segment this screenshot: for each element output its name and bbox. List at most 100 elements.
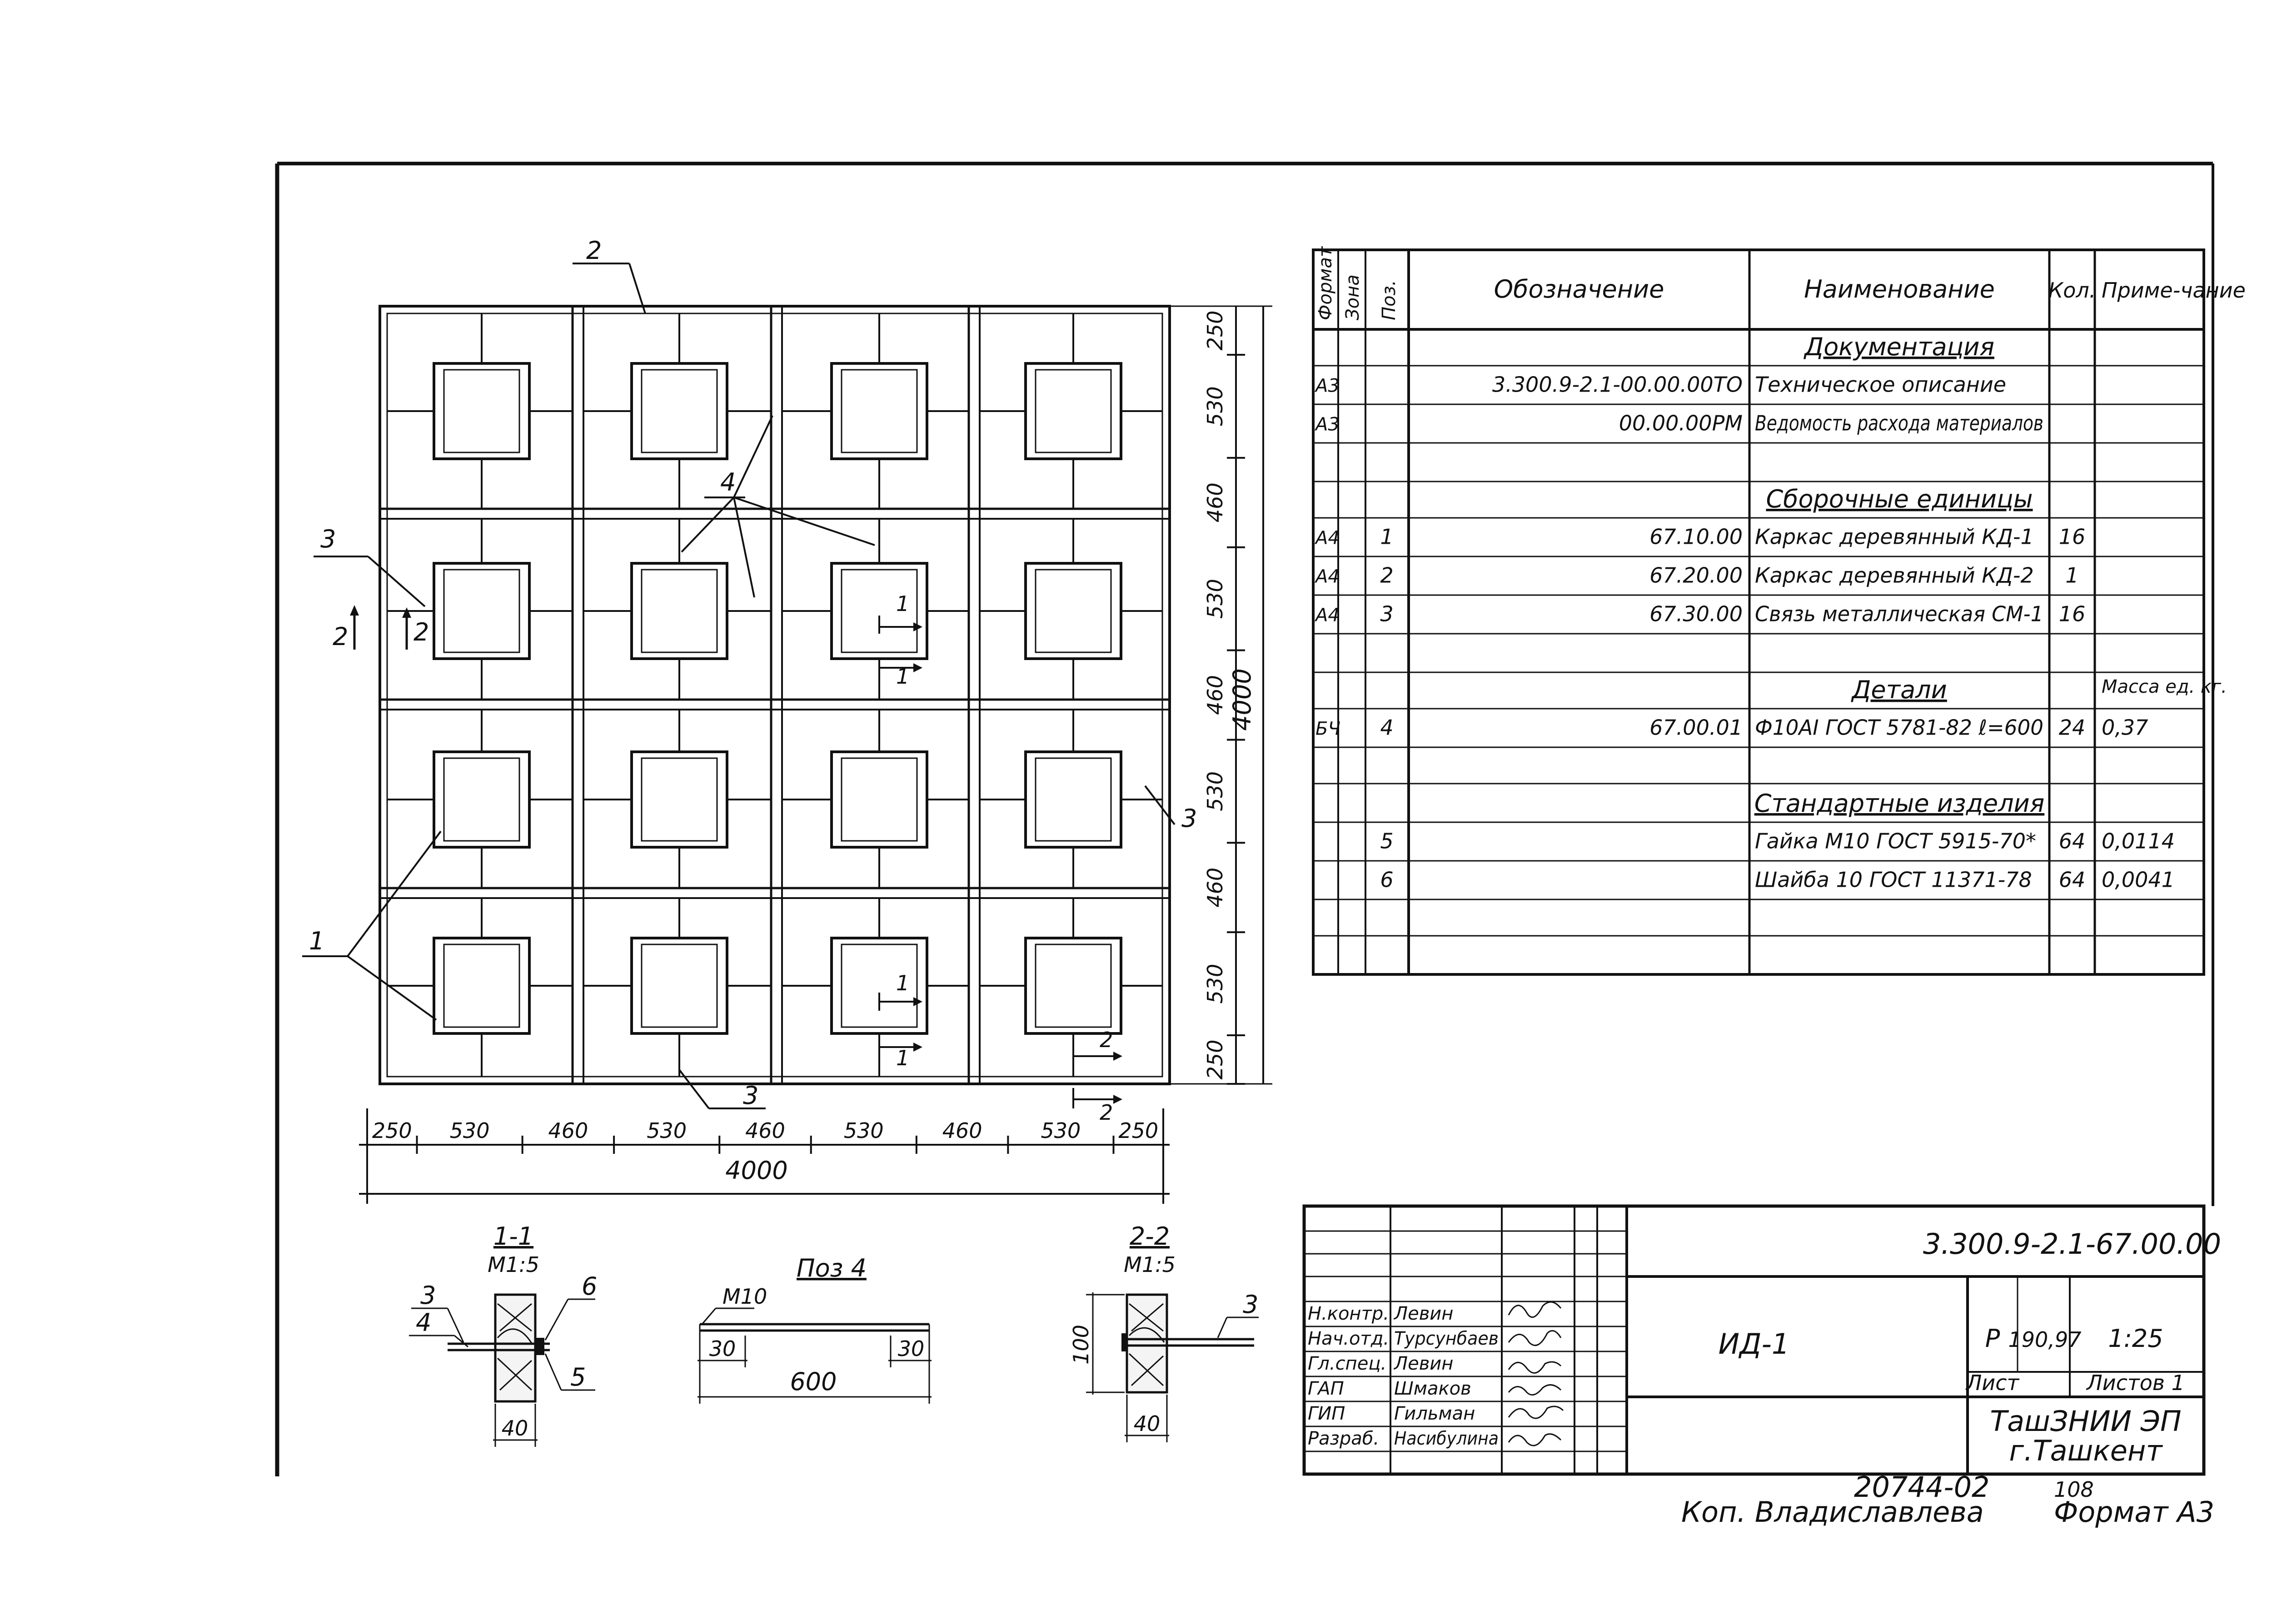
spec-name: Гайка М10 ГОСТ 5915-70* [1755,829,2036,854]
section-mark-2b-top: 2 [1100,1028,1113,1052]
spec-note: 0,0041 [2102,868,2175,892]
spec-header-name: Наименование [1804,275,1995,303]
pos4-len: 600 [790,1367,837,1396]
s22-callout-3: 3 [1243,1290,1258,1319]
dim-right-total: 4000 [1228,668,1256,730]
timber-frame [583,519,771,700]
timber-frame [782,898,969,1077]
spec-format: А3 [1314,376,1340,397]
callout-3-left: 3 [320,525,336,553]
plan-horizontal-beams [380,507,1170,899]
tb-sheets: Листов 1 [2086,1371,2185,1395]
tb-code: 3.300.9-2.1-67.00.00 [1923,1227,2221,1261]
dim-right-segment: 530 [1203,964,1227,1004]
spec-row: 6 Шайба 10 ГОСТ 11371-78 64 0,0041 [1380,868,2175,892]
dim-right-segment: 250 [1203,1040,1227,1080]
plan-view [379,305,1171,1085]
spec-header-zone: Зона [1342,274,1363,320]
section-mark-1b-bottom: 1 [896,1046,909,1070]
dim-bottom-segment: 460 [745,1118,785,1143]
tb-role-row: Разраб. Насибулина [1308,1428,1499,1449]
spec-format: А4 [1314,605,1340,626]
detail-section-2-2: 2-2 М1:5 3 100 40 [1069,1222,1259,1442]
spec-designation: 67.30.00 [1649,602,1743,626]
timber-frames-grid [387,313,1162,1077]
dim-bottom-segment: 530 [1041,1118,1081,1143]
pos4-title: Поз 4 [797,1254,867,1282]
timber-frame [980,313,1162,509]
spec-pos: 5 [1380,829,1393,854]
dim-bottom-segment: 460 [942,1118,982,1143]
spec-qty: 16 [2059,525,2086,549]
s22-scale: М1:5 [1124,1252,1176,1277]
spec-header-pos: Поз. [1379,280,1400,320]
dim-bottom-segment: 460 [548,1118,588,1143]
section-mark-1a-bottom: 1 [896,664,909,689]
spec-name: Каркас деревянный КД-1 [1755,525,2034,549]
tb-role: ГАП [1308,1378,1344,1399]
spec-section-details: Детали [1851,675,1947,704]
dim-right-segment: 460 [1203,868,1227,908]
timber-frame [583,898,771,1077]
tb-org2: г.Ташкент [2009,1434,2163,1467]
bottom-number: 20744-02 [1854,1470,1990,1504]
dim-bottom-segment: 530 [450,1118,490,1143]
timber-frame [980,519,1162,700]
callout-2: 2 [586,236,602,265]
title-block: 3.300.9-2.1-67.00.00 ИД-1 Р 190,97 1:25 … [1302,1204,2221,1476]
spec-qty: 64 [2059,868,2086,892]
spec-header-format: Формат [1315,246,1336,320]
dim-bottom-total: 4000 [725,1156,787,1185]
dim-right-segment: 460 [1203,675,1227,715]
s11-scale: М1:5 [488,1252,539,1277]
tb-role-row: Н.контр.Левин [1308,1303,1453,1324]
s22-w: 40 [1134,1411,1161,1436]
spec-qty: 1 [2065,563,2078,588]
spec-designation: 67.20.00 [1649,563,1743,588]
spec-pos: 3 [1380,602,1393,626]
spec-name: Шайба 10 ГОСТ 11371-78 [1755,868,2032,892]
dim-right-segment: 530 [1203,579,1227,619]
tb-role: ГИП [1308,1403,1345,1424]
spec-qty: 64 [2059,829,2086,854]
timber-frame [782,710,969,888]
timber-frame [387,710,573,888]
tb-role: Гл.спец. [1308,1353,1386,1374]
spec-designation: 67.00.01 [1649,715,1743,740]
spec-section-docs: Документация [1804,333,1994,361]
tb-scale: 1:25 [2108,1324,2163,1353]
spec-pos: 6 [1380,868,1393,892]
spec-note: 0,37 [2102,715,2148,740]
s11-callout-4: 4 [416,1308,431,1337]
section-mark-1a-top: 1 [896,591,909,616]
spec-pos: 1 [1380,525,1393,549]
spec-format: А4 [1314,566,1340,587]
tb-person: Турсунбаев [1394,1328,1499,1349]
timber-frame [387,519,573,700]
pos4-thread: М10 [722,1284,767,1309]
spec-name: Связь металлическая СМ-1 [1755,602,2043,626]
pos4-d2: 30 [898,1336,925,1361]
drawing-frame [275,162,2214,1476]
tb-person: Насибулина [1394,1428,1499,1449]
spec-designation: 67.10.00 [1649,525,1743,549]
section-mark-2b-bottom: 2 [1100,1100,1113,1125]
dim-right-segment: 460 [1203,482,1227,522]
spec-section-standard: Стандартные изделия [1754,789,2045,818]
tb-org1: ТашЗНИИ ЭП [1990,1405,2181,1438]
tb-role-row: Нач.отд.Турсунбаев [1308,1328,1499,1349]
spec-header-note: Приме-чание [2102,278,2246,303]
tb-role: Разраб. [1308,1428,1379,1449]
timber-frame [583,313,771,509]
spec-header-qty: Кол. [2048,278,2096,303]
spec-pos: 2 [1380,563,1393,588]
spec-header-designation: Обозначение [1494,275,1664,303]
